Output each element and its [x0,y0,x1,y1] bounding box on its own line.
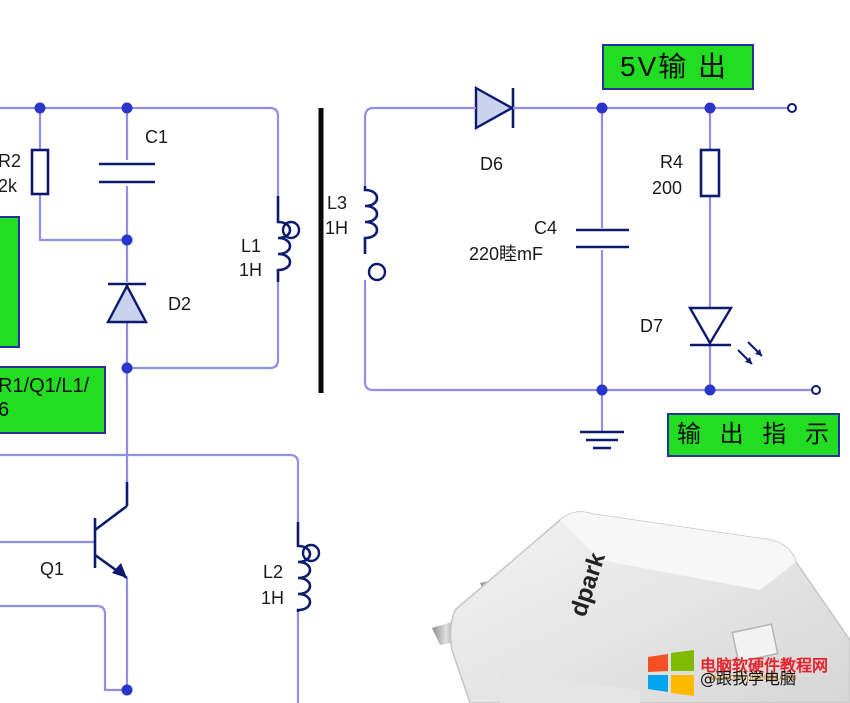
r4-name-label: R4 [660,152,683,172]
c4-value-label: 220睦mF [469,244,543,264]
capacitor-c1: C1 [99,127,168,184]
output-indicator-text: 输 出 指 示 [677,421,836,448]
output-terminal-top [785,103,797,113]
q1-name-label: Q1 [40,559,64,579]
diode-d6: D6 [430,85,555,174]
output-5v-title-text: 5V输 出 [620,51,729,82]
wires [0,106,820,703]
diode-d2: D2 [106,282,191,324]
left-note-line2: 6 [0,399,10,421]
charger-photo: dpark [432,511,850,703]
left-note-box: R1/Q1/L1/ 6 [0,366,106,434]
inductor-l1: L1 1H [239,196,301,282]
output-terminal-bottom [811,385,821,395]
r2-value-label: 2k [0,176,18,196]
l3-value-label: 1H [325,218,348,238]
d2-name-label: D2 [168,294,191,314]
watermark: 电脑软硬件教程网 www.computer26.com @跟我学电脑 [646,647,846,699]
c4-name-label: C4 [534,218,557,238]
capacitor-c4: C4 220睦mF [469,218,629,264]
inductor-l3: L3 1H [325,186,387,282]
d7-name-label: D7 [640,316,663,336]
l3-name-label: L3 [327,193,347,213]
l1-value-label: 1H [239,260,262,280]
left-note-line1: R1/Q1/L1/ [0,375,90,397]
resistor-r2: R2 2k [0,148,50,196]
junction-dots [34,102,716,696]
windows-logo-icon [648,650,694,696]
watermark-handle: @跟我学电脑 [700,669,797,688]
output-5v-title-box: 5V输 出 [602,44,754,90]
left-green-block [0,216,20,348]
watermark-site-url: www.computer26.com [708,672,797,682]
r4-value-label: 200 [652,178,682,198]
l1-name-label: L1 [241,236,261,256]
c1-name-label: C1 [145,127,168,147]
light-emission-arrows-icon [737,341,763,365]
resistor-r4: R4 200 [652,148,721,198]
output-indicator-box: 输 出 指 示 [667,413,840,457]
l2-value-label: 1H [261,588,284,608]
watermark-site-title: 电脑软硬件教程网 [700,656,829,675]
l2-name-label: L2 [263,562,283,582]
ground-symbol [580,430,624,450]
inductor-l2: L2 1H [261,522,321,612]
d6-name-label: D6 [480,154,503,174]
led-d7: D7 [640,306,763,365]
transistor-q1: Q1 [40,482,129,580]
r2-name-label: R2 [0,151,21,171]
